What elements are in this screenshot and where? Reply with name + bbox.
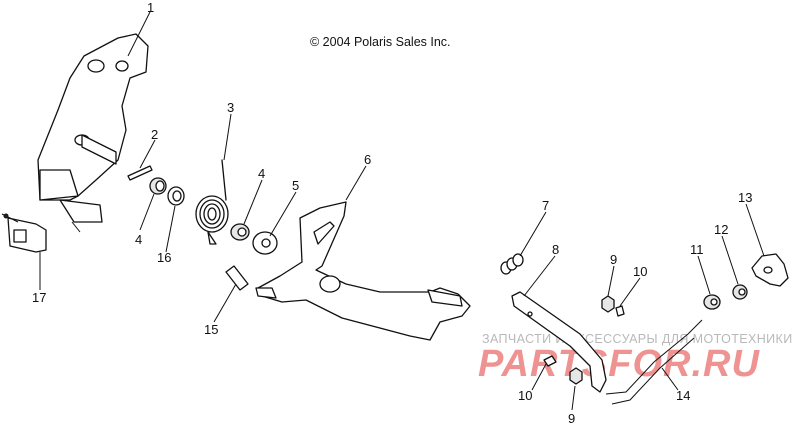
callout-11: 11	[690, 242, 704, 257]
callout-labels: 1 2 3 4 4 5 6 7 8 9 9 10 10 11 12 13 14 …	[32, 0, 752, 423]
part-16-washer	[167, 186, 185, 206]
callout-2: 2	[151, 127, 158, 142]
callout-5: 5	[292, 178, 299, 193]
part-12-bushing	[732, 284, 748, 300]
callout-12: 12	[714, 222, 728, 237]
callout-9-lower: 9	[568, 411, 575, 423]
part-4-bushing	[149, 177, 167, 195]
callout-13: 13	[738, 190, 752, 205]
callout-15: 15	[204, 322, 218, 337]
part-9-nut-lower	[569, 367, 583, 385]
callout-3: 3	[227, 100, 234, 115]
part-10-bolt-lower	[543, 355, 557, 367]
callout-4-left: 4	[135, 232, 142, 247]
callout-16: 16	[157, 250, 171, 265]
part-9-nut-upper	[601, 295, 615, 313]
callout-7: 7	[542, 198, 549, 213]
part-5-washer	[252, 231, 278, 255]
part-3-spring	[195, 159, 229, 245]
part-4-bushing-right	[230, 223, 250, 241]
callout-1: 1	[147, 0, 154, 15]
copyright-text: © 2004 Polaris Sales Inc.	[310, 35, 451, 49]
callout-8: 8	[552, 242, 559, 257]
part-6-pedal	[255, 201, 471, 341]
part-10-bolt-upper	[615, 305, 625, 317]
watermark-logo: PARTSFOR.RU	[478, 343, 760, 385]
callout-6: 6	[364, 152, 371, 167]
leader-lines	[39, 11, 765, 411]
part-13-arm	[751, 253, 789, 287]
part-8-lever	[511, 291, 607, 393]
part-11-bushing	[703, 294, 721, 310]
part-17-switch	[1, 213, 47, 253]
part-14-rod	[605, 319, 703, 405]
part-1-bracket	[37, 33, 149, 233]
part-15-pin	[225, 265, 249, 291]
callout-10-upper: 10	[633, 264, 647, 279]
part-2-pin	[127, 165, 153, 181]
callout-17: 17	[32, 290, 46, 305]
callout-14: 14	[676, 388, 690, 403]
callout-4-right: 4	[258, 166, 265, 181]
part-7-spring	[500, 253, 524, 275]
callout-10-lower: 10	[518, 388, 532, 403]
callout-9-upper: 9	[610, 252, 617, 267]
